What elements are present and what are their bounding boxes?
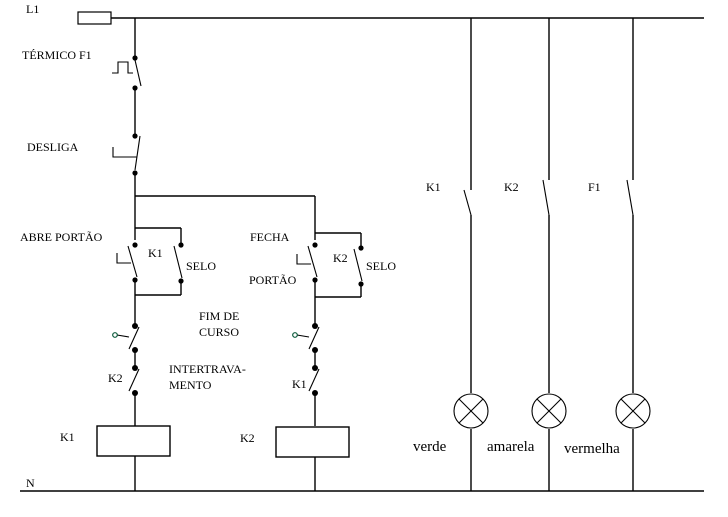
lamp-branch-verde [453, 18, 489, 491]
lamp-branch-vermelha [615, 18, 651, 491]
label-lamp-contact-f1: F1 [588, 180, 601, 194]
limit-switch-2 [292, 323, 320, 353]
label-k2-coil: K2 [240, 431, 255, 445]
label-lamp-contact-k1: K1 [426, 180, 441, 194]
label-l1: L1 [26, 2, 39, 16]
label-abre-portao: ABRE PORTÃO [20, 230, 103, 244]
limit-switch-1 [112, 323, 140, 353]
label-lamp-amarela: amarela [487, 439, 535, 455]
label-lamp-vermelha: vermelha [564, 441, 620, 457]
label-k1-interlock: K1 [292, 377, 307, 391]
k1-interlock-contact [308, 365, 320, 396]
label-lamp-contact-k2: K2 [504, 180, 519, 194]
k2-seal-contact [353, 245, 364, 287]
lamp-branch-amarela [531, 18, 567, 491]
label-n: N [26, 476, 35, 490]
label-thermal-f1: TÉRMICO F1 [22, 48, 92, 62]
k2-interlock-contact [128, 365, 140, 396]
label-k1-contact: K1 [148, 246, 163, 260]
label-k2-contact: K2 [333, 251, 348, 265]
label-selo-2: SELO [366, 259, 396, 273]
fecha-portao-button [296, 242, 318, 283]
k2-coil [275, 426, 350, 458]
branch1-wiring [134, 18, 316, 491]
label-portao: PORTÃO [249, 273, 297, 287]
thermal-f1-contact [112, 55, 142, 91]
top-rail-l1 [77, 11, 704, 25]
k1-coil [96, 425, 171, 457]
abre-portao-button [116, 242, 138, 283]
label-selo-1: SELO [186, 259, 216, 273]
label-k2-interlock: K2 [108, 371, 123, 385]
label-intertravamento: INTERTRAVA- MENTO [169, 362, 249, 392]
k1-seal-contact [173, 242, 184, 284]
desliga-button [112, 133, 141, 176]
label-fim-de-curso: FIM DE CURSO [199, 309, 242, 339]
label-k1-coil: K1 [60, 430, 75, 444]
label-fecha: FECHA [250, 230, 290, 244]
label-lamp-verde: verde [413, 439, 447, 455]
label-desliga: DESLIGA [27, 140, 79, 154]
